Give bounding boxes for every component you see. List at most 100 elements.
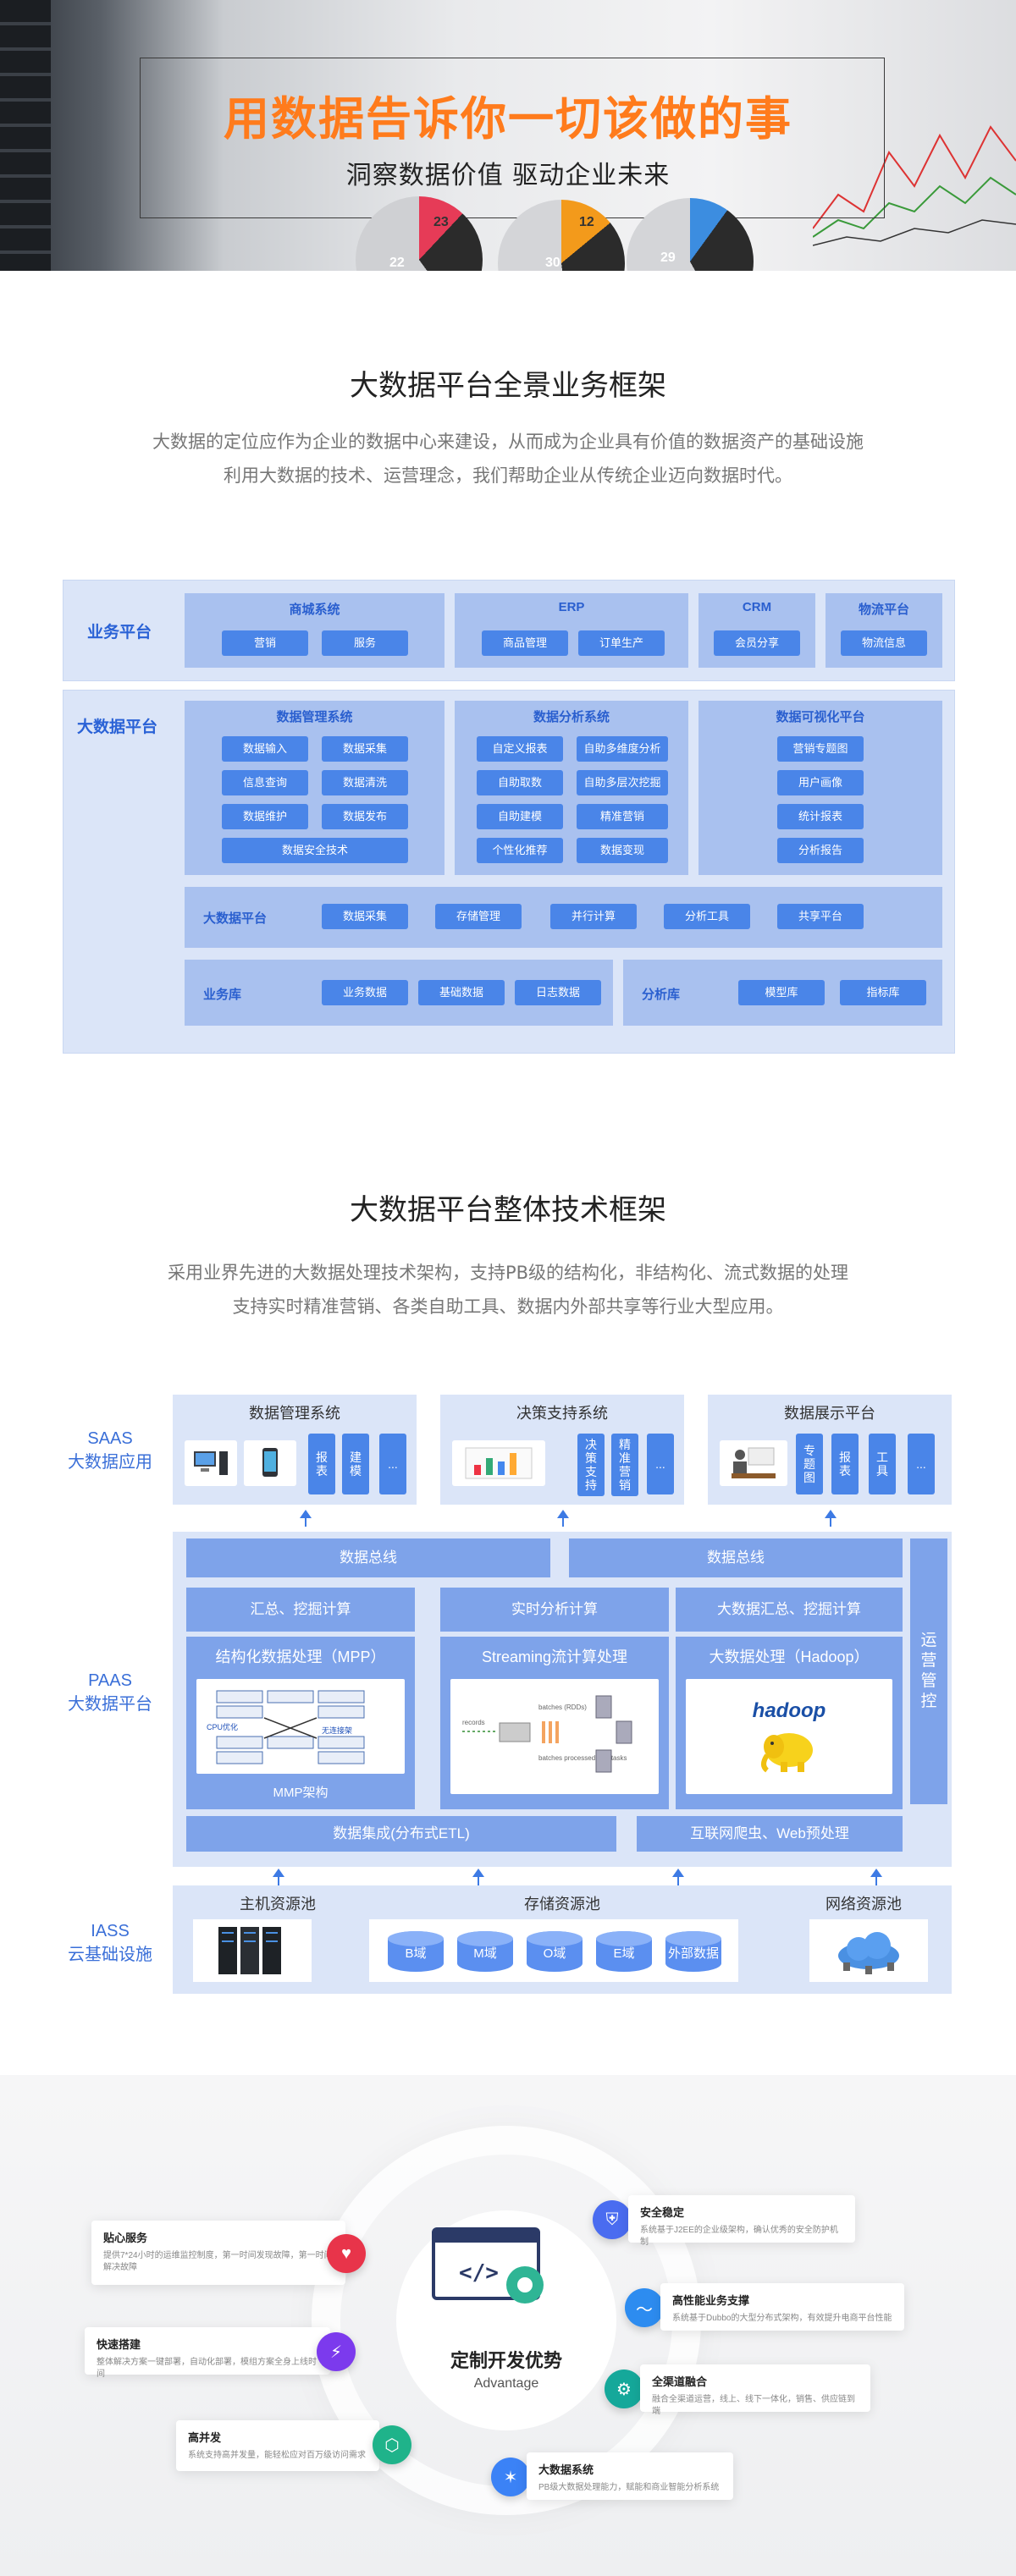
- card-desc: 融合全渠道运营，线上、线下一体化，销售、供应链到端: [652, 2395, 855, 2416]
- chip: 并行计算: [550, 904, 637, 929]
- arrow-up-icon: [825, 1510, 837, 1527]
- presenter-icon: [720, 1440, 787, 1486]
- advantage-card-performance: 高性能业务支撑 系统基于Dubbo的大型分布式架构，有效提升电商平台性能: [660, 2283, 904, 2331]
- saas-block-title: 决策支持系统: [516, 1405, 608, 1422]
- chip: 基础数据: [418, 980, 505, 1005]
- advantage-card-bigdata: 大数据系统 PB级大数据处理能力，赋能和商业智能分析系统: [527, 2452, 733, 2500]
- paas-label-line1: PAAS: [88, 1671, 132, 1690]
- chip: 物流信息: [841, 630, 927, 656]
- chip: 存储管理: [435, 904, 522, 929]
- module-title: 数据可视化平台: [776, 710, 865, 724]
- chip: 业务数据: [322, 980, 408, 1005]
- card-title: 高并发: [188, 2431, 222, 2444]
- shield-icon: ⛨: [593, 2200, 632, 2239]
- module-title: 物流平台: [858, 603, 909, 617]
- report-chart-icon: [452, 1440, 545, 1486]
- network-cloud-icon: [809, 1919, 928, 1982]
- storage-cylinder: B域: [388, 1931, 444, 1972]
- pie-label: 12: [579, 215, 594, 229]
- card-desc: PB级大数据处理能力，赋能和商业智能分析系统: [538, 2483, 720, 2492]
- chip-vertical: 报表: [831, 1434, 859, 1494]
- advantage-card-quick-build: 快速搭建 整体解决方案一键部署，自动化部署，模组方案全身上线时间: [85, 2327, 330, 2379]
- chip: 指标库: [840, 980, 926, 1005]
- section1-desc-line1: 大数据的定位应作为企业的数据中心来建设，从而成为企业具有价值的数据资产的基础设施: [152, 432, 864, 452]
- saas-label-line2: 大数据应用: [68, 1453, 152, 1472]
- chip-vertical: ...: [908, 1434, 935, 1494]
- streaming-diagram: records batches (RDDs) batches processed…: [450, 1679, 659, 1794]
- paas-label: PAAS 大数据平台: [51, 1669, 169, 1716]
- arrow-up-icon: [557, 1510, 569, 1527]
- network-pool-title: 网络资源池: [826, 1896, 902, 1913]
- data-bus-bar: 数据总线: [569, 1538, 903, 1577]
- cube-icon: ⬡: [373, 2425, 411, 2464]
- chip: 营销专题图: [777, 736, 864, 762]
- chip: 数据安全技术: [222, 838, 408, 863]
- chip: 用户画像: [777, 770, 864, 795]
- chip: 共享平台: [777, 904, 864, 929]
- arrow-up-icon: [472, 1869, 484, 1885]
- business-platform-label: 业务平台: [87, 624, 152, 641]
- chip: 自定义报表: [477, 736, 563, 762]
- iass-infrastructure: 主机资源池 存储资源池 B域 M域 O域 E域 外部数据 网络资源池: [173, 1885, 952, 1994]
- advantage-card-service: 贴心服务 提供7*24小时的运维监控制度，第一时间发现故障，第一时间解决故障: [91, 2221, 345, 2285]
- module-crm: CRM 会员分享: [698, 593, 815, 668]
- lightning-icon: ⚡: [317, 2332, 356, 2371]
- chip-vertical: ...: [647, 1434, 674, 1494]
- storage-pool: B域 M域 O域 E域 外部数据: [369, 1919, 738, 1982]
- storage-pool-title: 存储资源池: [524, 1896, 600, 1913]
- business-platform-band: 业务平台 商城系统 营销 服务 ERP 商品管理 订单生产 CRM 会员分享 物…: [63, 580, 955, 681]
- business-framework-diagram: 业务平台 商城系统 营销 服务 ERP 商品管理 订单生产 CRM 会员分享 物…: [63, 580, 955, 1054]
- column-title: 结构化数据处理（MPP）: [215, 1649, 386, 1665]
- chip: 数据采集: [322, 904, 408, 929]
- chip-vertical: 报表: [308, 1434, 335, 1494]
- pie-label: 23: [433, 215, 449, 229]
- chip: 订单生产: [578, 630, 665, 656]
- chip: 自助建模: [477, 804, 563, 829]
- streaming-label-batches: batches (RDDs): [538, 1704, 587, 1711]
- hero-frame: [140, 58, 885, 218]
- etl-bar: 数据集成(分布式ETL): [186, 1816, 616, 1852]
- chip-vertical: 决策支持: [577, 1434, 605, 1496]
- saas-block-title: 数据管理系统: [249, 1405, 340, 1422]
- module-title: 商城系统: [289, 603, 340, 617]
- storage-cylinder: E域: [596, 1931, 652, 1972]
- column-footer: MMP架构: [273, 1786, 329, 1800]
- host-pool-title: 主机资源池: [240, 1896, 316, 1913]
- hero-banner: 用数据告诉你一切该做的事 洞察数据价值 驱动企业未来 22 23 30 12 2…: [0, 0, 1016, 271]
- pie-decoration: 22 23: [356, 196, 483, 271]
- chip: 数据输入: [222, 736, 308, 762]
- chip: 精准营销: [577, 804, 668, 829]
- card-title: 高性能业务支撑: [672, 2294, 750, 2307]
- arrow-up-icon: [672, 1869, 684, 1885]
- module-data-management: 数据管理系统 数据输入 数据采集 信息查询 数据清洗 数据维护 数据发布 数据安…: [185, 701, 444, 875]
- chip: 模型库: [738, 980, 825, 1005]
- chip: 会员分享: [714, 630, 800, 656]
- storage-cylinder: M域: [457, 1931, 513, 1972]
- advantage-card-security: 安全稳定 系统基于J2EE的企业级架构，确认优秀的安全防护机制: [628, 2195, 855, 2247]
- hero-title: 用数据告诉你一切该做的事: [224, 92, 792, 146]
- card-desc: 整体解决方案一键部署，自动化部署，模组方案全身上线时间: [97, 2358, 317, 2379]
- chip: 营销: [222, 630, 308, 656]
- module-title: 数据分析系统: [533, 710, 610, 724]
- section2-title: 大数据平台整体技术框架: [350, 1193, 666, 1227]
- chip: 分析报告: [777, 838, 864, 863]
- line-chart-decoration: [813, 125, 1016, 246]
- pie-label: 22: [389, 256, 405, 270]
- chip-vertical: 精准营销: [611, 1434, 638, 1496]
- column-title: 大数据处理（Hadoop）: [709, 1649, 870, 1665]
- advantage-subtitle: Advantage: [473, 2376, 539, 2391]
- card-desc: 提供7*24小时的运维监控制度，第一时间发现故障，第一时间解决故障: [103, 2251, 333, 2272]
- section1-desc-line2: 利用大数据的技术、运营理念，我们帮助企业从传统企业迈向数据时代。: [224, 465, 792, 486]
- section1-title: 大数据平台全景业务框架: [350, 369, 666, 403]
- computer-icon: [185, 1440, 237, 1486]
- card-title: 大数据系统: [538, 2463, 594, 2476]
- server-rack-icon: [193, 1919, 312, 1982]
- compute-bar: 汇总、挖掘计算: [186, 1588, 415, 1632]
- chip: 自助多维度分析: [577, 736, 668, 762]
- saas-decision-support: 决策支持系统 决策支持 精准营销 ...: [440, 1395, 684, 1505]
- business-library: 业务库 业务数据 基础数据 日志数据: [185, 960, 613, 1026]
- advantage-card-concurrency: 高并发 系统支持高并发量，能轻松应对百万级访问需求: [176, 2420, 379, 2471]
- card-title: 贴心服务: [103, 2232, 148, 2244]
- module-data-analysis: 数据分析系统 自定义报表 自助多维度分析 自助取数 自助多层次挖掘 自助建模 精…: [455, 701, 688, 875]
